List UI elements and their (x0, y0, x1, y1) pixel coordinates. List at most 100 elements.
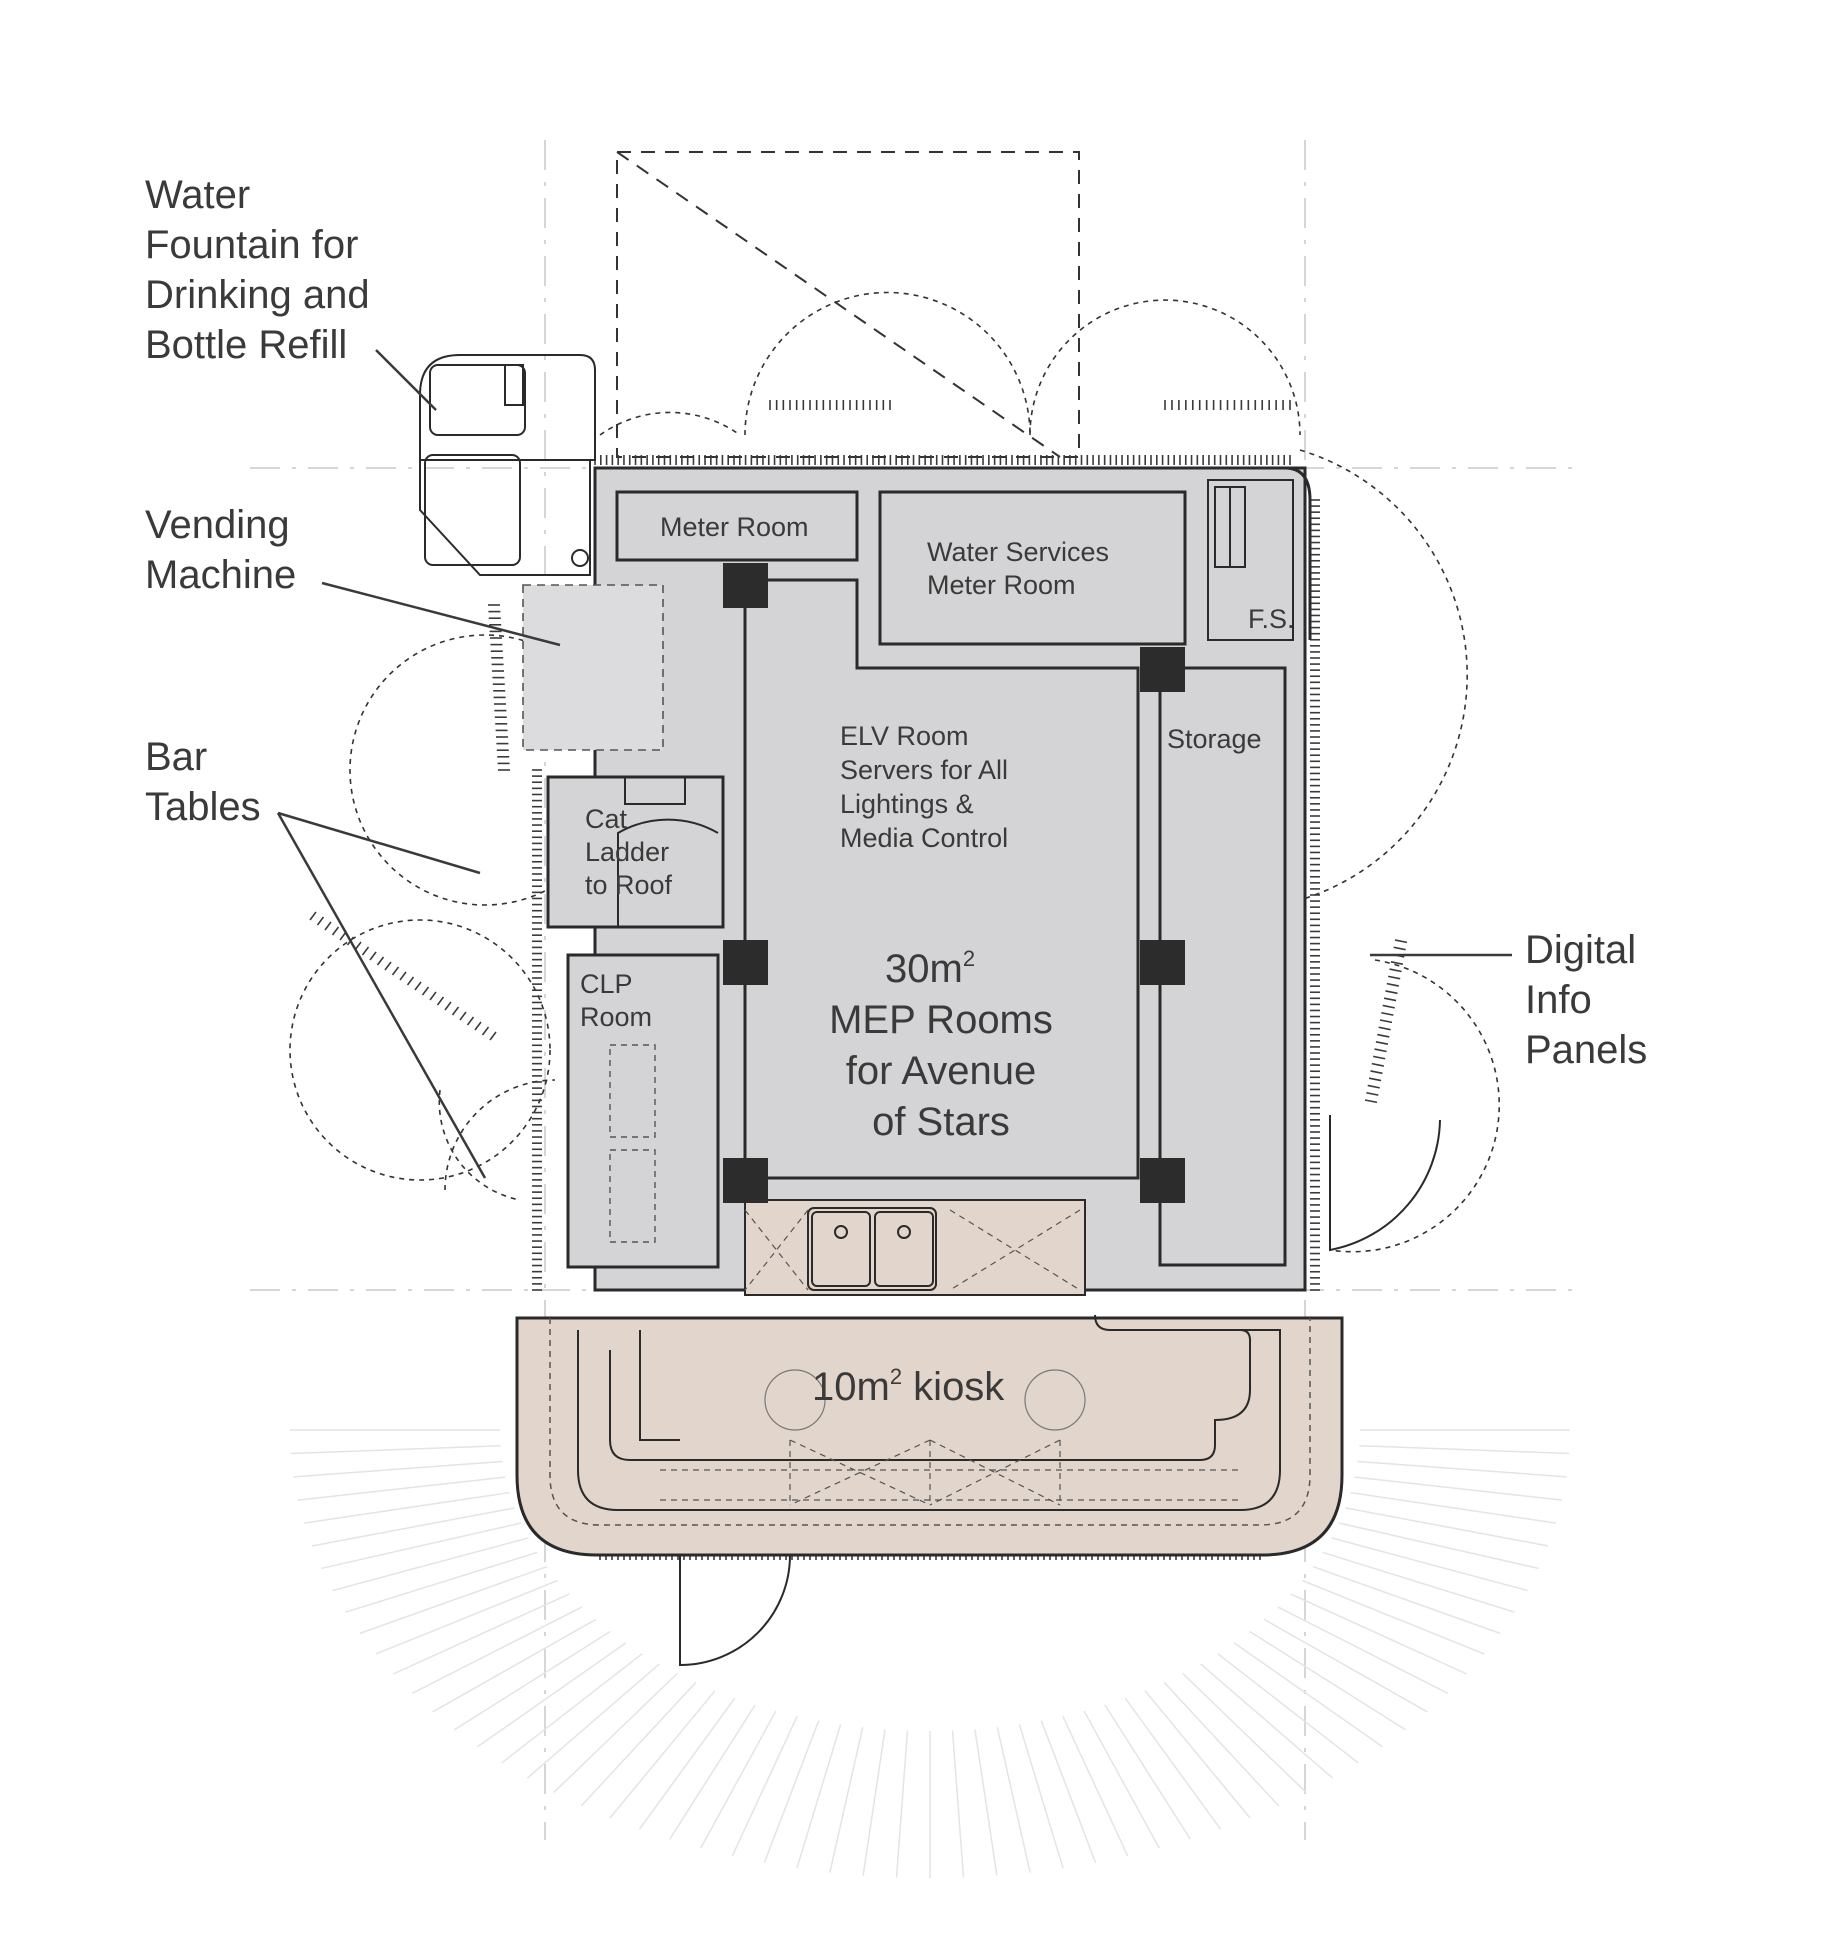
pavement-ray (1338, 1522, 1539, 1570)
pavement-ray (1290, 1593, 1468, 1675)
callout-text: Drinking and (145, 273, 370, 317)
pavement-ray (699, 1710, 777, 1849)
pavement-ray (1018, 1724, 1064, 1869)
pavement-ray (731, 1715, 798, 1857)
interior-rooms (522, 479, 1441, 1269)
pavement-ray (1217, 1653, 1359, 1764)
pavement-ray (432, 1618, 597, 1713)
kiosk-name: kiosk (902, 1365, 1005, 1409)
pavement-ray (359, 1565, 548, 1635)
callout-text: Fountain for (145, 223, 358, 267)
pavement-ray (1302, 1579, 1485, 1655)
louvre-fin (414, 981, 422, 991)
callout-vending-machine: Vending Machine (145, 503, 296, 597)
callout-text: Machine (145, 553, 296, 597)
pavement-ray (477, 1642, 627, 1748)
louvre-fin (1386, 982, 1399, 987)
pavement-ray (1233, 1642, 1383, 1748)
pavement-ray (553, 1672, 678, 1793)
louvre-fin (436, 996, 445, 1006)
elv-room-label: Media Control (840, 823, 1008, 853)
louvre-fin (1366, 1091, 1379, 1096)
pavement-ray (1124, 1697, 1222, 1830)
louvre-fin (316, 916, 325, 926)
kiosk-area-value: 10m (812, 1365, 890, 1409)
water-services-label: Water Services (927, 537, 1109, 567)
louvre-fin (489, 1031, 497, 1041)
louvre-fin (1367, 1084, 1380, 1089)
pavement-ray (1083, 1710, 1161, 1849)
mep-area-value: 30m (885, 947, 963, 991)
louvre-fin (1370, 1070, 1383, 1075)
louvre-fin (444, 1001, 452, 1011)
pavement-ray (638, 1697, 736, 1830)
pavement-ray (580, 1681, 697, 1807)
pavement-ray (669, 1704, 756, 1840)
louvre-fin (376, 956, 385, 966)
louvre-fin (1388, 975, 1401, 980)
louvre-fin (1374, 1048, 1387, 1053)
louvre-fin (309, 911, 317, 921)
mep-label: MEP Rooms (829, 998, 1053, 1042)
elv-room-label: Servers for All (840, 755, 1008, 785)
mep-label: for Avenue (846, 1049, 1037, 1093)
elv-room-label: Lightings & (840, 789, 974, 819)
louvre-fin (1390, 961, 1404, 966)
pavement-ray (1144, 1690, 1251, 1819)
water-services-label: Meter Room (927, 570, 1076, 600)
louvre-fin (421, 986, 430, 996)
pavement-ray (297, 1476, 506, 1501)
pavement-ray (996, 1727, 1031, 1873)
callout-water-fountain: Water Fountain for Drinking and Bottle R… (145, 173, 370, 367)
mep-label: of Stars (872, 1100, 1010, 1144)
louvre-fin (399, 971, 407, 981)
mep-area-sup: 2 (963, 946, 975, 971)
louvre-fin (481, 1026, 490, 1036)
callout-leaders (276, 349, 1512, 1179)
pavement-ray (375, 1579, 558, 1655)
louvre-fin (459, 1011, 467, 1021)
kiosk-label: 10m2 kiosk (812, 1364, 1005, 1409)
pavement-ray (895, 1730, 909, 1878)
pavement-ray (1263, 1618, 1428, 1713)
pavement-ray (951, 1730, 965, 1878)
louvre-fin (451, 1006, 460, 1016)
louvre-fin (1382, 1004, 1395, 1009)
louvre-fin (1368, 1077, 1382, 1082)
cat-ladder-label: Cat (585, 804, 628, 834)
callout-text: Bar (145, 735, 207, 779)
callout-text: Water (145, 173, 250, 217)
pavement-ray (1040, 1720, 1097, 1864)
louvre-fin (1394, 939, 1408, 944)
pavement-ray (332, 1537, 529, 1592)
pavement-ray (453, 1630, 611, 1731)
louvre-fin (384, 961, 392, 971)
louvre-fin (1379, 1019, 1393, 1024)
pavement-ray (411, 1606, 583, 1694)
pavement-ray (1350, 1491, 1557, 1524)
louvre-fin (361, 946, 370, 956)
louvre-fin (1389, 968, 1402, 973)
pavement-ray (290, 1445, 501, 1455)
callout-text: Panels (1525, 1028, 1647, 1072)
pavement-ray (501, 1653, 643, 1764)
clp-room-label: CLP (580, 969, 633, 999)
pavement-ray (345, 1551, 538, 1613)
cat-ladder-label: to Roof (585, 870, 673, 900)
louvre-fin (1393, 946, 1406, 951)
clp-room-label: Room (580, 1002, 652, 1032)
pavement-ray (1104, 1704, 1191, 1840)
callout-text: Info (1525, 978, 1592, 1022)
louvre-fin (331, 926, 340, 936)
louvre-fin (1373, 1055, 1386, 1060)
pavement-ray (526, 1663, 660, 1779)
callout-text: Digital (1525, 928, 1636, 972)
mep-area-label: 30m2 (885, 946, 975, 991)
pavement-ray (1249, 1630, 1407, 1731)
louvre-fin (1383, 997, 1397, 1002)
louvre-fin (1381, 1011, 1394, 1016)
pavement-ray (392, 1593, 570, 1675)
pavement-ray (321, 1522, 522, 1570)
elv-room-label: ELV Room (840, 721, 969, 751)
